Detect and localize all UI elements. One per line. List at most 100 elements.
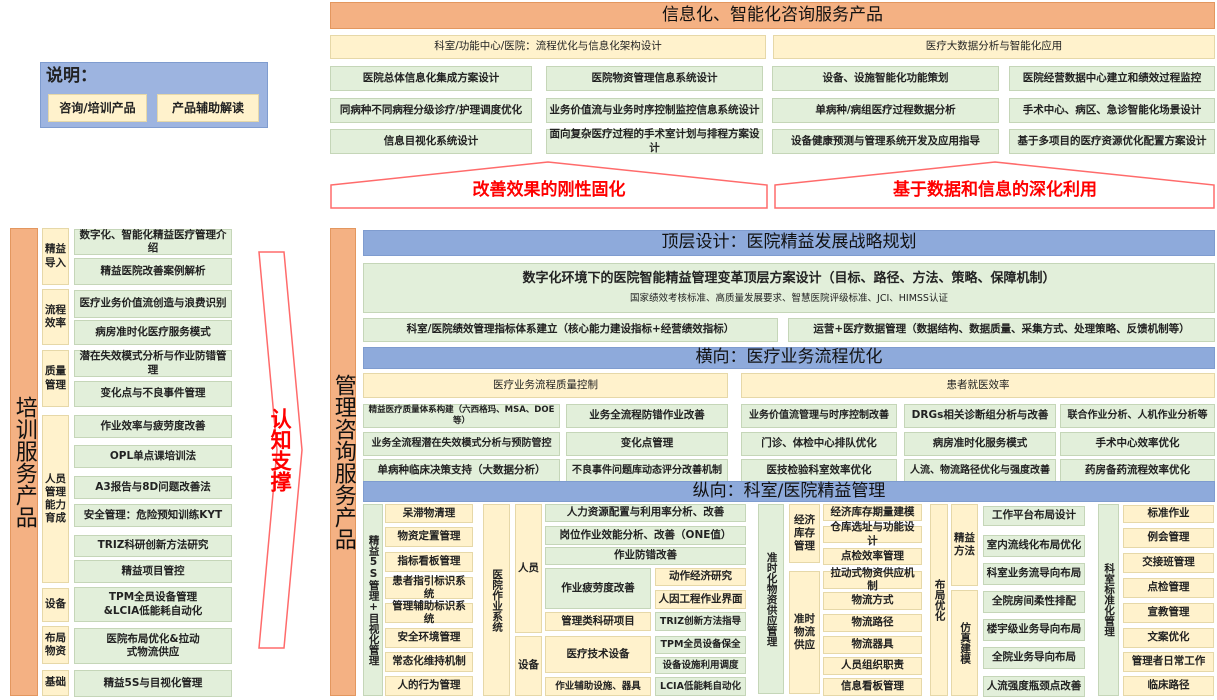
consulting-title: 管理咨询服务产品: [330, 228, 356, 696]
training-item: 医院布局优化&拉动式物流供应: [74, 628, 232, 664]
work-item: 人因工程作业界面: [655, 590, 746, 609]
horizontal-cell: 变化点管理: [566, 432, 728, 456]
s5-item: 患者指引标识系统: [385, 575, 473, 600]
s5-item: 人的行为管理: [385, 676, 473, 696]
info-item: 医院经营数据中心建立和绩效过程监控: [1009, 66, 1215, 91]
jit-item: 物流器具: [823, 636, 922, 654]
training-item: 精益项目管控: [74, 560, 232, 583]
std-item: 例会管理: [1123, 528, 1214, 548]
s5-item: 管理辅助标识系统: [385, 600, 473, 625]
std-item: 临床路径: [1123, 676, 1214, 696]
info-item: 设备、设施智能化功能策划: [772, 66, 999, 91]
right-arrow-cognitive: [258, 251, 303, 649]
work-item: 作业辅助设施、器具: [545, 677, 651, 696]
training-item: OPL单点课培训法: [74, 445, 232, 468]
training-item: A3报告与8D问题改善法: [74, 476, 232, 499]
work-item: 动作经济研究: [655, 568, 746, 586]
work-item: TRIZ创新方法指导: [655, 612, 746, 631]
info-item: 医院总体信息化集成方案设计: [330, 66, 532, 91]
layout-item: 全院房间柔性排配: [983, 591, 1085, 613]
training-category: 流程效率: [42, 289, 69, 345]
training-item: 医疗业务价值流创造与浪费识别: [74, 290, 232, 318]
std-item: 标准作业: [1123, 505, 1214, 523]
jit-sub-logistics: 准时物流供应: [789, 571, 820, 694]
horizontal-cell: 病房准时化服务模式: [904, 432, 1056, 456]
horizontal-group: 医疗业务流程质量控制: [363, 373, 728, 398]
horizontal-cell: 药房备药流程效率优化: [1060, 459, 1215, 483]
arrow-label-right: 基于数据和信息的深化利用: [893, 180, 1097, 201]
s5-item: 安全环境管理: [385, 628, 473, 648]
std-item: 宣教管理: [1123, 603, 1214, 623]
std-item: 文案优化: [1123, 628, 1214, 648]
work-system-label: 医院作业系统: [483, 504, 510, 696]
training-item: 数字化、智能化精益医疗管理介绍: [74, 229, 232, 255]
training-category: 精益导入: [42, 228, 69, 285]
layout-item: 楼宇级业务导向布局: [983, 619, 1085, 641]
horizontal-cell: 不良事件问题库动态评分改善机制: [566, 459, 728, 483]
std-item: 交接班管理: [1123, 553, 1214, 573]
layout-sub-sim: 仿真建模: [951, 590, 978, 696]
s5-label: 精益5S管理+目视化管理: [363, 504, 383, 696]
work-item: 医疗技术设备: [545, 636, 651, 673]
work-item: 岗位作业效能分析、改善（ONE值）: [545, 526, 746, 545]
layout-item: 室内流线化布局优化: [983, 535, 1085, 557]
training-item: 精益5S与目视化管理: [74, 670, 232, 697]
legend-title: 说明：: [46, 66, 97, 87]
training-category: 质量管理: [42, 350, 69, 407]
training-category: 布局物资: [42, 626, 69, 664]
top-design-main: 数字化环境下的医院智能精益管理变革顶层方案设计（目标、路径、方法、策略、保障机制…: [363, 263, 1215, 313]
work-item: LCIA低能耗自动化: [655, 677, 746, 696]
training-title: 培训服务产品: [10, 228, 38, 696]
layout-item: 科室业务流导向布局: [983, 563, 1085, 585]
cognitive-support-label: 认知支撑: [268, 408, 293, 492]
work-item: 作业防错改善: [545, 547, 746, 565]
horizontal-cell: 精益医疗质量体系构建（六西格玛、MSA、DOE等）: [363, 404, 560, 428]
horizontal-cell: 业务价值流管理与时序控制改善: [741, 404, 897, 428]
jit-item: 信息看板管理: [823, 678, 922, 696]
info-item: 基于多项目的医疗资源优化配置方案设计: [1009, 129, 1215, 154]
info-item: 信息目视化系统设计: [330, 129, 532, 154]
jit-item: 物流路径: [823, 614, 922, 632]
info-group-title: 医疗大数据分析与智能化应用: [773, 35, 1215, 59]
horizontal-bar: 横向：医疗业务流程优化: [363, 347, 1215, 369]
work-item: TPM全员设备保全: [655, 636, 746, 654]
horizontal-cell: 人流、物流路径优化与强度改善: [904, 459, 1056, 483]
legend-item-aux: 产品辅助解读: [157, 94, 259, 122]
work-people-label: 人员: [515, 504, 542, 633]
up-arrow-right: [774, 161, 1215, 209]
training-item: 潜在失效模式分析与作业防错管理: [74, 350, 232, 377]
horizontal-cell: 联合作业分析、人机作业分析等: [1060, 404, 1215, 428]
horizontal-cell: 单病种临床决策支持（大数据分析）: [363, 459, 560, 483]
jit-item: 点检效率管理: [823, 548, 922, 565]
info-item: 设备健康预测与管理系统开发及应用指导: [772, 129, 999, 154]
work-item: 管理类科研项目: [545, 612, 651, 631]
jit-item: 人员组织职责: [823, 657, 922, 675]
s5-item: 指标看板管理: [385, 552, 473, 572]
horizontal-cell: 手术中心效率优化: [1060, 432, 1215, 456]
s5-item: 物资定置管理: [385, 527, 473, 547]
arrow-label-left: 改善效果的刚性固化: [472, 180, 626, 201]
s5-item: 常态化维持机制: [385, 652, 473, 672]
work-item: 人力资源配置与利用率分析、改善: [545, 504, 746, 522]
training-item: 安全管理：危险预知训练KYT: [74, 504, 232, 527]
top-design-left: 科室/医院绩效管理指标体系建立（核心能力建设指标+经营绩效指标）: [363, 318, 778, 342]
s5-item: 呆滞物清理: [385, 504, 473, 523]
training-item: 变化点与不良事件管理: [74, 381, 232, 407]
info-item: 医院物资管理信息系统设计: [546, 66, 763, 91]
top-design-bar: 顶层设计：医院精益发展战略规划: [363, 230, 1215, 256]
info-item: 同病种不同病程分级诊疗/护理调度优化: [330, 98, 532, 123]
layout-label: 布局优化: [930, 504, 948, 696]
jit-item: 仓库选址与功能设计: [823, 521, 922, 547]
info-item: 手术中心、病区、急诊智能化场景设计: [1009, 98, 1215, 123]
jit-label: 准时化物资供应管理: [758, 504, 784, 694]
up-arrow-left: [330, 161, 768, 209]
layout-item: 全院业务导向布局: [983, 647, 1085, 669]
jit-sub-inventory: 经济库存管理: [789, 504, 820, 563]
std-item: 点检管理: [1123, 578, 1214, 598]
horizontal-cell: 门诊、体检中心排队优化: [741, 432, 897, 456]
layout-item: 人流强度瓶颈点改善: [983, 676, 1085, 697]
training-item: 精益医院改善案例解析: [74, 258, 232, 285]
std-item: 管理者日常工作: [1123, 652, 1214, 672]
info-item: 业务价值流与业务时序控制监控信息系统设计: [546, 98, 763, 123]
info-item: 单病种/病组医疗过程数据分析: [772, 98, 999, 123]
